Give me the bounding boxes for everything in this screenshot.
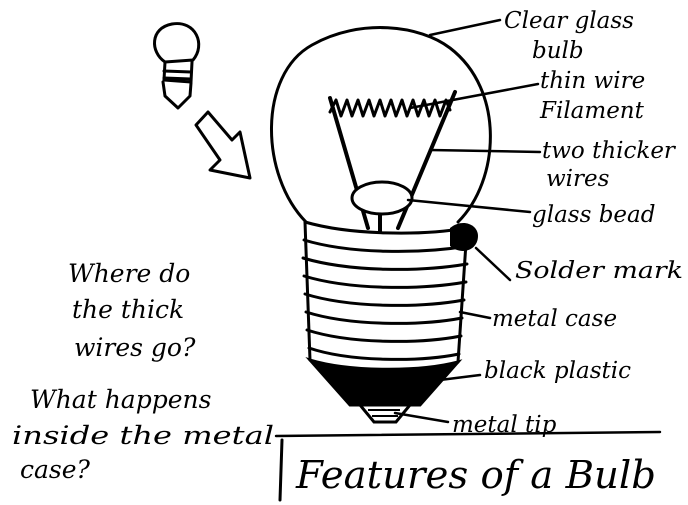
title-box: Features of a Bulb — [276, 432, 660, 500]
question-1-line-2: the thick — [72, 295, 184, 324]
title: Features of a Bulb — [295, 453, 656, 497]
label-thick-wires-1: two thicker — [542, 138, 677, 164]
black-plastic — [310, 360, 458, 405]
question-1-line-1: Where do — [68, 259, 190, 288]
question-2-line-2: inside the metal — [12, 421, 274, 450]
question-2-line-3: case? — [20, 455, 91, 484]
arrow-icon — [196, 112, 250, 178]
small-bulb-icon — [155, 24, 199, 108]
question-2-line-1: What happens — [30, 385, 211, 414]
filament — [330, 100, 450, 116]
label-filament-2: Filament — [539, 98, 645, 124]
label-solder-mark: Solder mark — [515, 258, 683, 284]
metal-case — [303, 222, 468, 362]
label-filament-1: thin wire — [540, 68, 645, 94]
label-metal-case: metal case — [492, 306, 617, 332]
label-glass-bulb-2: bulb — [532, 38, 584, 64]
label-glass-bead: glass bead — [532, 202, 655, 228]
label-thick-wires-2: wires — [546, 166, 610, 192]
glass-bead — [352, 182, 412, 214]
label-glass-bulb-1: Clear glass — [504, 8, 634, 34]
question-1-line-3: wires go? — [74, 333, 196, 362]
label-black-plastic: black plastic — [484, 358, 631, 384]
